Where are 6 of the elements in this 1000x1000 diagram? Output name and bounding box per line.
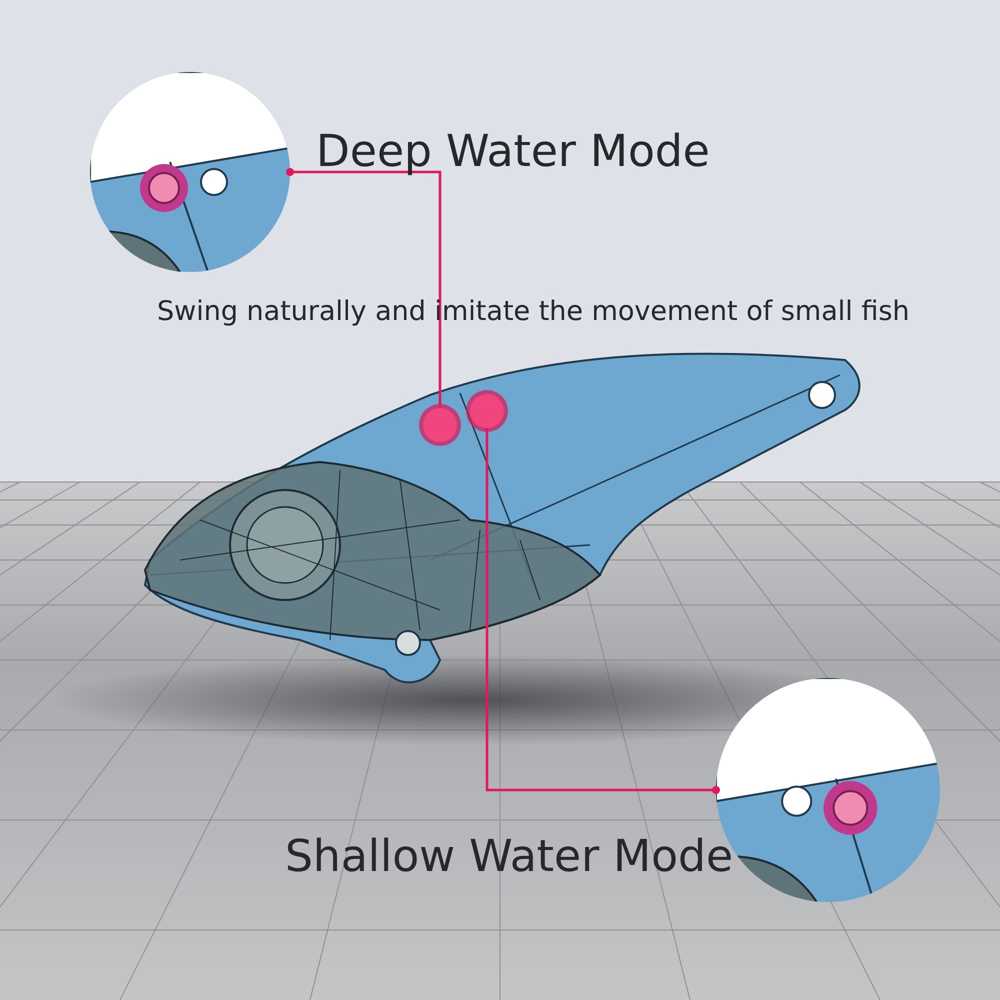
hole-marker	[423, 408, 457, 442]
mode-heading: Deep Water Mode	[316, 128, 710, 176]
hole-marker	[470, 394, 504, 428]
mode-heading: Shallow Water Mode	[285, 833, 734, 882]
leader-line	[486, 428, 720, 794]
leader-line	[286, 168, 442, 408]
